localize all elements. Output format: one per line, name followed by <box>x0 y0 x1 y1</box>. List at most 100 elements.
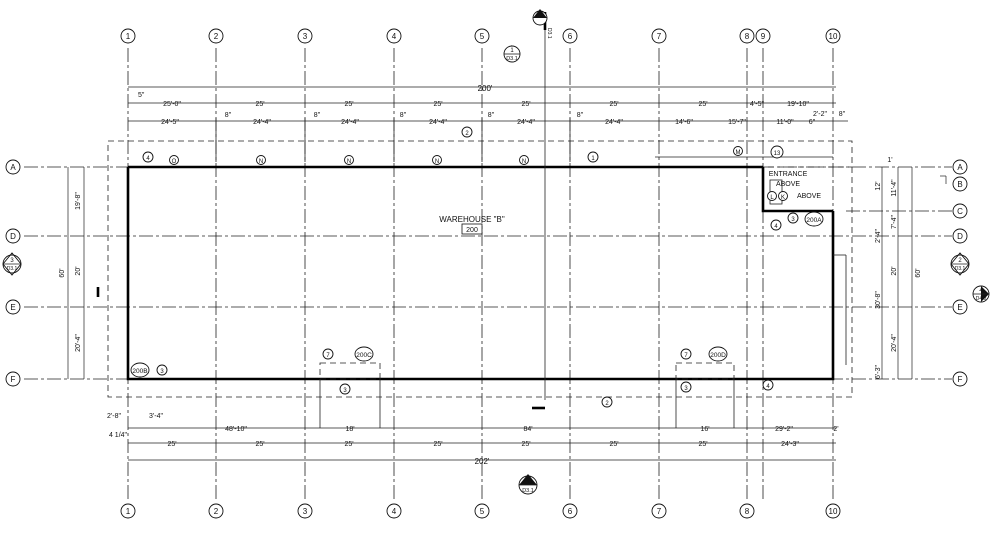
keynote-bubble <box>770 145 784 159</box>
room-tag-200b <box>130 362 150 378</box>
dim-opening-label: 48'-10" <box>225 426 247 433</box>
grid-label: 1 <box>126 507 131 516</box>
section-number: 4 <box>979 288 983 294</box>
dim-grid-label: 24'-3" <box>781 441 799 448</box>
grid-bubble <box>952 203 968 219</box>
keynote-label: 7 <box>326 353 330 359</box>
panel-tag <box>733 146 743 156</box>
dim-grid-label: 25' <box>255 441 264 448</box>
dim-opening-label: 84' <box>523 426 532 433</box>
keynote-bubble <box>461 126 473 138</box>
grid-bubble <box>755 28 771 44</box>
dim-opening-label: 29'-2" <box>775 426 793 433</box>
keynote-label: 3 <box>343 388 347 394</box>
dim-grid-label: 25' <box>609 441 618 448</box>
panel-tag <box>519 155 529 165</box>
grid-label: 10 <box>829 507 838 516</box>
grid-label: 3 <box>303 507 308 516</box>
grid-bubble <box>474 503 490 519</box>
panel-tag-label: M <box>736 150 741 156</box>
dim-small-label: 4 1/4" <box>109 432 128 439</box>
dim-panel-label: 8" <box>314 112 321 119</box>
dim-right-label: 6'-3" <box>875 365 882 379</box>
panel-tag <box>344 155 354 165</box>
grid-bubble <box>5 228 21 244</box>
grid-bubble <box>562 28 578 44</box>
keynote-bubble <box>787 212 799 224</box>
dim-right-label: 20' <box>891 266 898 275</box>
keynote-bubble <box>156 364 168 376</box>
grid-label: 10 <box>829 32 838 41</box>
grid-bubble <box>952 176 968 192</box>
dim-grid-label: 25' <box>609 101 618 108</box>
grid-bubble <box>952 228 968 244</box>
section-sheet: D4.0 <box>976 296 987 302</box>
grid-bubble <box>297 503 313 519</box>
grid-label: 4 <box>392 32 397 41</box>
section-markers: 1 D3.1 D3.1 1 D3.1 3 D3.1 2 D3.1 4 D4.0 <box>2 9 990 495</box>
dim-right-overall: 60' <box>915 268 922 277</box>
section-number: 2 <box>958 258 962 264</box>
keynote-bubble <box>587 151 599 163</box>
room-tag-200d <box>708 346 728 362</box>
grid-label: 5 <box>480 32 485 41</box>
panel-tag <box>778 191 788 201</box>
room-tag-label: 200A <box>806 217 822 224</box>
grid-label: A <box>10 163 16 172</box>
panel-tag-label: N <box>435 159 439 165</box>
dim-overall-bottom-label: 202' <box>475 457 490 466</box>
grid-bubble <box>120 28 136 44</box>
grid-label: 1 <box>126 32 131 41</box>
keynote-label: 7 <box>684 353 688 359</box>
panel-tag <box>256 155 266 165</box>
dim-grid-label: 25' <box>698 101 707 108</box>
grid-bubble <box>651 28 667 44</box>
grid-bubble <box>651 503 667 519</box>
keynote-label: 4 <box>766 384 770 390</box>
grid-label: 9 <box>761 32 766 41</box>
grid-bubble <box>739 28 755 44</box>
grid-bubble <box>5 371 21 387</box>
grid-bubble <box>952 159 968 175</box>
dim-panel-label: 24'-4" <box>605 119 623 126</box>
panel-tag-label: N <box>347 159 351 165</box>
grid-bubble <box>739 503 755 519</box>
grid-bubble <box>5 299 21 315</box>
room-tag-200a <box>804 211 824 227</box>
grid-bubble <box>952 299 968 315</box>
dim-panel-label: 6" <box>809 119 816 126</box>
section-number: 1 <box>526 480 530 486</box>
room-number: 200 <box>466 227 478 234</box>
panel-tag <box>169 155 179 165</box>
dim-grid-label: 25'-0" <box>163 101 181 108</box>
above-note: ABOVE <box>797 193 821 200</box>
grid-bubble <box>952 371 968 387</box>
room-name: WAREHOUSE "B" <box>439 215 505 224</box>
dimension-text-bottom: 2'-8" 3'-4" 4 1/4" 48'-10" 18' 84' 16' 2… <box>107 413 839 466</box>
panel-tag-label: N <box>259 159 263 165</box>
dim-panel-label: 8" <box>577 112 584 119</box>
dim-grid-label: 25' <box>521 441 530 448</box>
dim-right-label: 30'-8" <box>875 291 882 309</box>
room-tag-200c <box>354 346 374 362</box>
room-label: WAREHOUSE "B" 200 ENTRANCE ABOVE ABOVE <box>439 171 821 235</box>
overhead-door-200c <box>319 362 381 380</box>
grid-label: F <box>958 375 963 384</box>
panel-tag <box>767 191 777 201</box>
dim-panel-label: 24'-4" <box>341 119 359 126</box>
grid-bubble <box>297 28 313 44</box>
dim-grid-label: 19'-10" <box>787 101 809 108</box>
dim-panel-label: 14'-6" <box>675 119 693 126</box>
grid-label: E <box>10 303 15 312</box>
room-tags: 200A 200B 200C 200D <box>130 211 824 378</box>
overhead-door-200d <box>675 362 735 380</box>
grid-label: 3 <box>303 32 308 41</box>
grid-label: D <box>10 232 16 241</box>
grid-bubble <box>5 159 21 175</box>
grid-bubble <box>386 28 402 44</box>
dim-panel-label: 24'-4" <box>253 119 271 126</box>
keynote-label: 2 <box>605 401 609 407</box>
room-tag-label: 200C <box>356 352 372 359</box>
keynote-bubble <box>762 379 774 391</box>
keynote-bubble <box>680 348 692 360</box>
